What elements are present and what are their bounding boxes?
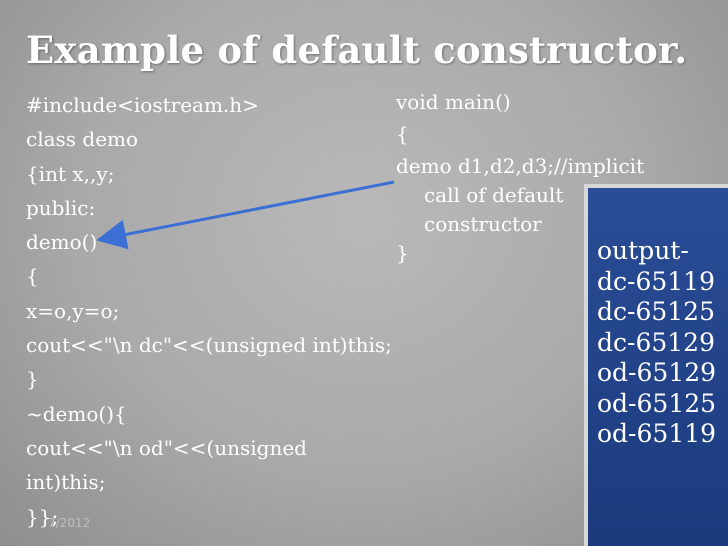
comment-continuation: call of default bbox=[424, 183, 564, 207]
code-line: public: bbox=[26, 195, 96, 220]
output-label: output- bbox=[597, 236, 689, 265]
comment-continuation: constructor bbox=[424, 212, 542, 236]
main-code-block: void main() { demo d1,d2,d3;//implicit c… bbox=[396, 88, 644, 268]
output-value: od-65129 bbox=[597, 358, 717, 387]
code-line: class demo bbox=[26, 127, 139, 152]
code-line: x=o,y=o; bbox=[26, 298, 120, 323]
code-line: int)this; bbox=[26, 470, 106, 495]
class-code-block: #include<iostream.h> class demo {int x,,… bbox=[26, 88, 392, 534]
constructor-declaration: demo() bbox=[26, 230, 98, 255]
output-value: dc-65119 bbox=[597, 266, 715, 296]
code-line: } bbox=[396, 241, 409, 265]
output-value: od-65119 bbox=[597, 419, 717, 448]
code-line: { bbox=[26, 264, 39, 289]
object-declaration: demo d1,d2,d3;//implicit bbox=[396, 154, 645, 178]
code-line: } bbox=[26, 367, 39, 392]
output-list: output- dc-65119 dc-65125 dc-65129 od-65… bbox=[597, 236, 716, 450]
code-line: }}; bbox=[26, 504, 59, 529]
code-line: {int x,,y; bbox=[26, 161, 115, 186]
destructor-declaration: ~demo(){ bbox=[26, 401, 127, 426]
code-line: cout<<"\n dc"<<(unsigned int)this; bbox=[26, 333, 392, 358]
code-line: #include<iostream.h> bbox=[26, 93, 259, 117]
output-panel bbox=[584, 184, 728, 546]
code-line: { bbox=[396, 122, 409, 146]
slide-title: Example of default constructor. bbox=[26, 28, 688, 72]
code-line: cout<<"\n od"<<(unsigned bbox=[26, 435, 307, 460]
output-value: od-65125 bbox=[597, 388, 717, 418]
output-value: dc-65125 bbox=[597, 297, 715, 326]
output-value: dc-65129 bbox=[597, 327, 715, 357]
slide-date: 7/2012 bbox=[48, 516, 91, 530]
main-signature: void main() bbox=[396, 90, 511, 114]
